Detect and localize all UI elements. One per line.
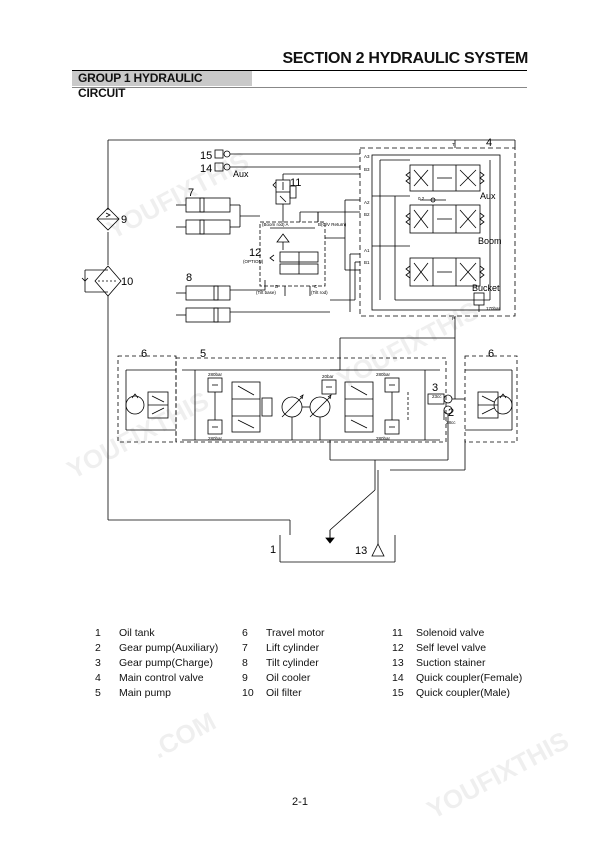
lift-cylinders bbox=[176, 197, 260, 235]
oil-cooler bbox=[96, 207, 120, 231]
label-tilt-base: (Tilt base) bbox=[256, 290, 276, 295]
callout-6-right: 6 bbox=[488, 348, 494, 360]
label-port-b2: B2 bbox=[364, 212, 370, 217]
label-boom-rod: (Boom rod) A bbox=[262, 222, 289, 227]
callout-13: 13 bbox=[355, 545, 367, 557]
mcv-port-lines bbox=[283, 173, 360, 312]
aux-spool bbox=[405, 164, 485, 192]
boom-spool bbox=[405, 204, 485, 234]
section-title: SECTION 2 HYDRAULIC SYSTEM bbox=[282, 50, 528, 67]
group-header-bar bbox=[72, 70, 527, 88]
label-port-c: C bbox=[314, 284, 318, 289]
callout-2: 2 bbox=[448, 407, 454, 419]
label-bar-280a: 280bar bbox=[208, 372, 223, 377]
label-relief-170: 170bar bbox=[486, 306, 501, 311]
quick-couplers bbox=[214, 149, 360, 172]
label-port-d: D bbox=[275, 284, 279, 289]
label-d2: 0.2 bbox=[418, 196, 425, 201]
label-aux-left: Aux bbox=[233, 169, 249, 179]
label-cc-28: 28cc bbox=[446, 420, 456, 425]
label-bar-280d: 280bar bbox=[376, 436, 391, 441]
pump-motor-block bbox=[117, 337, 518, 540]
callout-1: 1 bbox=[270, 544, 276, 556]
group-title: GROUP 1 HYDRAULIC CIRCUIT bbox=[72, 71, 252, 100]
callout-3: 3 bbox=[432, 382, 438, 394]
label-bar-20: 20bar bbox=[322, 374, 334, 379]
label-port-a3: A3 bbox=[364, 154, 370, 159]
bucket-spool bbox=[405, 257, 485, 287]
label-bar-280c: 280bar bbox=[376, 372, 391, 377]
callout-5: 5 bbox=[200, 348, 206, 360]
label-boom: Boom bbox=[478, 236, 502, 246]
return-lines bbox=[107, 139, 516, 535]
self-level-valve bbox=[259, 212, 360, 296]
label-aux-right: Aux bbox=[480, 191, 496, 201]
callout-8: 8 bbox=[186, 272, 192, 284]
callout-12: 12 bbox=[249, 247, 261, 259]
solenoid-valve bbox=[272, 174, 297, 222]
page-number: 2-1 bbox=[292, 796, 308, 808]
oil-filter bbox=[81, 265, 122, 297]
tilt-cylinders bbox=[176, 280, 330, 323]
travel-motor-left bbox=[125, 369, 176, 431]
label-port-t: T bbox=[452, 142, 455, 147]
callout-10: 10 bbox=[121, 276, 133, 288]
main-control-valve bbox=[359, 140, 516, 338]
callout-7: 7 bbox=[188, 187, 194, 199]
label-bucket: Bucket bbox=[472, 283, 500, 293]
label-cc-23: 23cc bbox=[432, 394, 442, 399]
main-pump bbox=[182, 369, 440, 441]
label-port-p: P bbox=[452, 316, 455, 321]
label-port-b3: B3 bbox=[364, 167, 370, 172]
label-port-a1: A1 bbox=[364, 248, 370, 253]
callout-9: 9 bbox=[121, 214, 127, 226]
gear-pumps bbox=[427, 338, 465, 460]
relief-valve bbox=[473, 292, 485, 312]
travel-motor-right bbox=[465, 369, 513, 431]
oil-tank bbox=[279, 470, 396, 563]
label-cv-return: B(C/V Return) bbox=[318, 222, 347, 227]
suction-strainer bbox=[371, 543, 385, 557]
label-tilt-rod: (Tilt rod) bbox=[311, 290, 328, 295]
callout-11: 11 bbox=[290, 177, 301, 189]
callout-4: 4 bbox=[486, 137, 492, 149]
label-bar-280b: 280bar bbox=[208, 436, 223, 441]
callout-15: 15 bbox=[200, 150, 212, 162]
label-port-a2: A2 bbox=[364, 200, 370, 205]
callout-14: 14 bbox=[200, 163, 212, 175]
callout-6-left: 6 bbox=[141, 348, 147, 360]
label-port-b1: B1 bbox=[364, 260, 370, 265]
label-option: (OPTION) bbox=[243, 259, 264, 264]
